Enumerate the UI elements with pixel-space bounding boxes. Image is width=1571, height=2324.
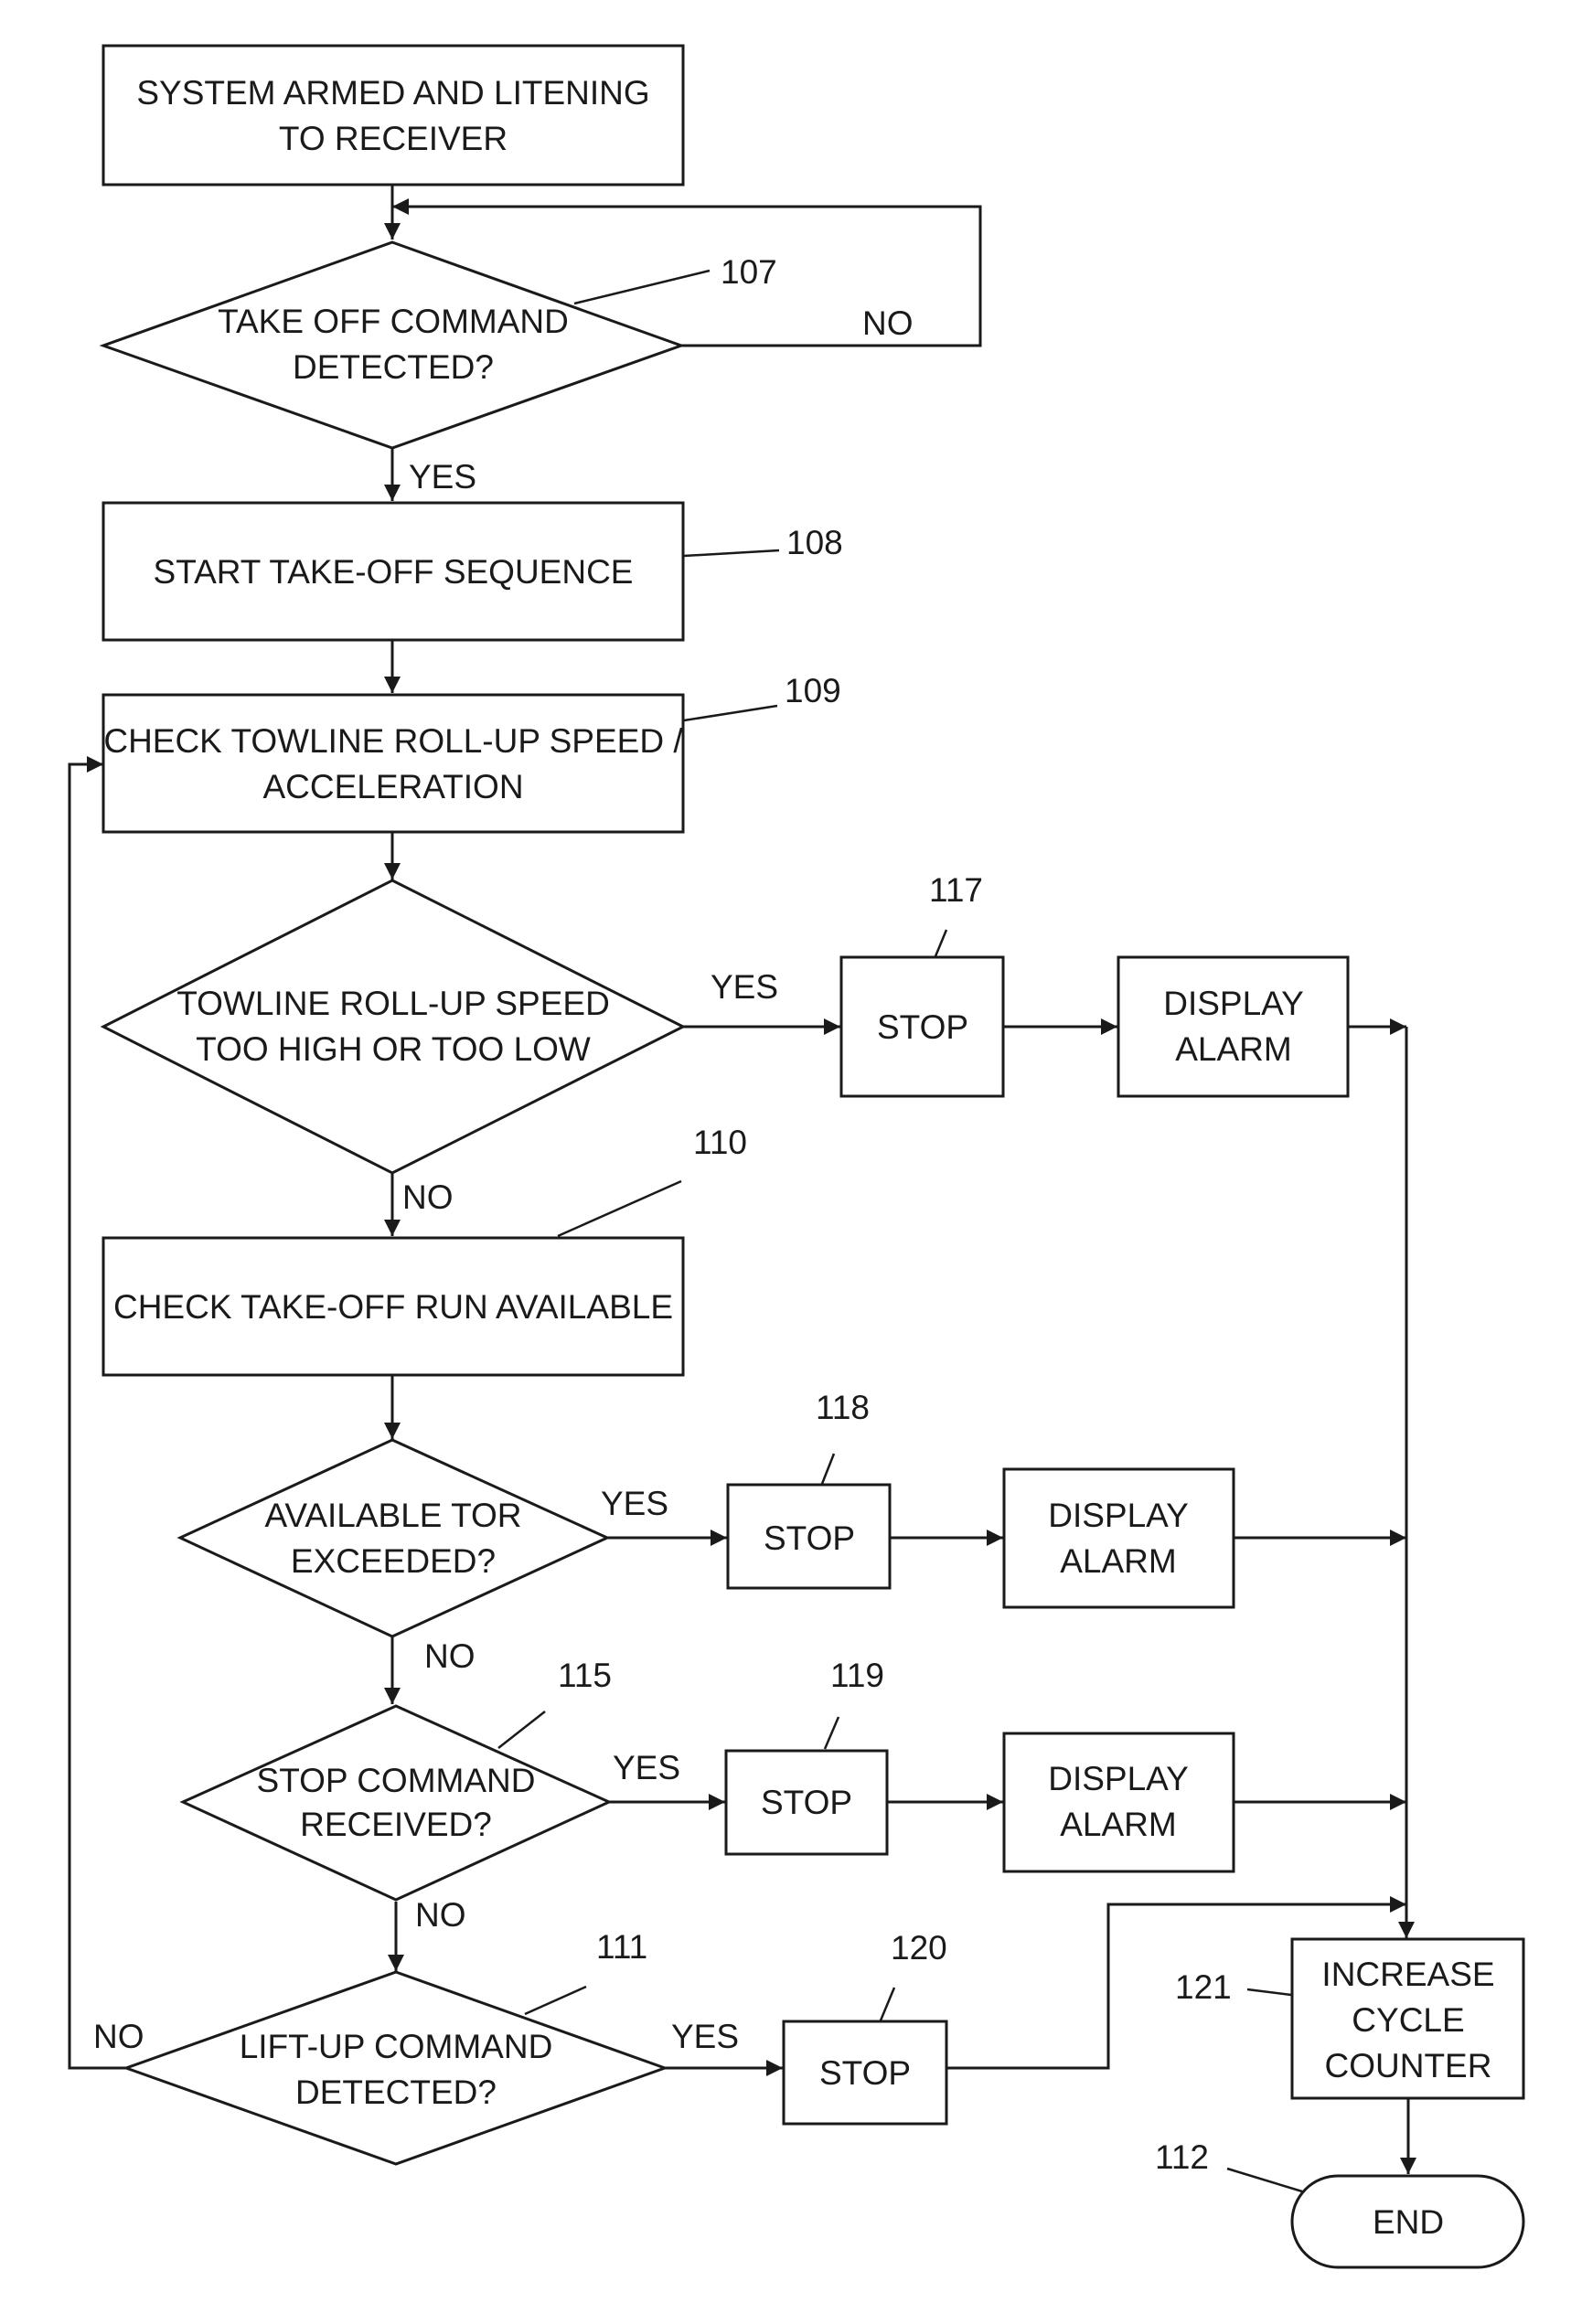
leader-107 xyxy=(574,271,710,304)
box-stop-119: STOP xyxy=(726,1751,887,1854)
box-display-alarm-118: DISPLAY ALARM xyxy=(1004,1469,1234,1607)
box-alarm-118-line-2: ALARM xyxy=(1060,1542,1176,1580)
connectors xyxy=(69,185,1408,2174)
box-check-speed-line-2: ACCELERATION xyxy=(262,768,523,805)
box-display-alarm-119: DISPLAY ALARM xyxy=(1004,1733,1234,1871)
box-stop-118-text: STOP xyxy=(764,1519,855,1557)
ref-111: 111 xyxy=(596,1928,647,1966)
ref-107: 107 xyxy=(721,253,777,291)
box-alarm-117-line-1: DISPLAY xyxy=(1163,985,1304,1022)
terminator-end: END xyxy=(1292,2176,1523,2267)
decision-tor-line-2: EXCEEDED? xyxy=(291,1542,496,1580)
box-stop-119-text: STOP xyxy=(761,1784,852,1821)
box-counter-line-2: CYCLE xyxy=(1352,2001,1464,2039)
leader-117 xyxy=(935,930,946,956)
label-takeoff-yes: YES xyxy=(409,458,476,496)
ref-115: 115 xyxy=(558,1657,612,1694)
ref-118: 118 xyxy=(816,1389,870,1426)
ref-112: 112 xyxy=(1155,2138,1209,2176)
decision-stopcmd-line-2: RECEIVED? xyxy=(300,1806,492,1843)
leader-119 xyxy=(825,1717,839,1749)
ref-119: 119 xyxy=(830,1657,884,1694)
box-start-takeoff-sequence: START TAKE-OFF SEQUENCE xyxy=(103,503,683,640)
decision-liftup-command: LIFT-UP COMMAND DETECTED? xyxy=(126,1972,665,2164)
label-speed-no: NO xyxy=(402,1178,454,1216)
ref-121: 121 xyxy=(1175,1968,1232,2006)
label-stopcmd-no: NO xyxy=(415,1896,466,1934)
box-check-towline-speed: CHECK TOWLINE ROLL-UP SPEED / ACCELERATI… xyxy=(103,695,683,832)
decision-liftup-line-2: DETECTED? xyxy=(295,2073,497,2111)
box-check-takeoff-run: CHECK TAKE-OFF RUN AVAILABLE xyxy=(103,1238,683,1375)
box-check-run-line-1: CHECK TAKE-OFF RUN AVAILABLE xyxy=(113,1288,673,1326)
decision-takeoff-command: TAKE OFF COMMAND DETECTED? xyxy=(103,242,681,448)
label-speed-yes: YES xyxy=(711,968,778,1006)
leader-112 xyxy=(1227,2169,1302,2191)
leader-110 xyxy=(558,1181,681,1236)
decision-stopcmd-line-1: STOP COMMAND xyxy=(257,1762,536,1799)
label-takeoff-no: NO xyxy=(862,304,914,342)
label-tor-yes: YES xyxy=(601,1485,668,1522)
ref-117: 117 xyxy=(929,871,983,909)
label-liftup-yes: YES xyxy=(671,2018,739,2055)
box-stop-117: STOP xyxy=(841,957,1003,1096)
leader-120 xyxy=(881,1988,894,2020)
box-start-seq-line-1: START TAKE-OFF SEQUENCE xyxy=(154,553,634,591)
label-liftup-no: NO xyxy=(93,2018,144,2055)
decision-speed-line-2: TOO HIGH OR TOO LOW xyxy=(196,1030,591,1068)
box-counter-line-1: INCREASE xyxy=(1321,1956,1494,1993)
leader-115 xyxy=(498,1711,545,1748)
arrow-liftup-no-loop xyxy=(69,764,126,2068)
ref-109: 109 xyxy=(785,672,841,709)
box-check-speed-line-1: CHECK TOWLINE ROLL-UP SPEED / xyxy=(103,722,683,760)
ref-108: 108 xyxy=(786,524,843,561)
decision-towline-speed: TOWLINE ROLL-UP SPEED TOO HIGH OR TOO LO… xyxy=(103,880,683,1173)
box-counter-line-3: COUNTER xyxy=(1325,2047,1492,2084)
leader-118 xyxy=(822,1454,834,1484)
box-system-armed-line-1: SYSTEM ARMED AND LITENING xyxy=(136,74,649,112)
box-alarm-119-line-2: ALARM xyxy=(1060,1806,1176,1843)
decision-takeoff-line-1: TAKE OFF COMMAND xyxy=(218,303,569,340)
box-alarm-118-line-1: DISPLAY xyxy=(1048,1497,1189,1534)
box-stop-120: STOP xyxy=(784,2021,946,2124)
label-stopcmd-yes: YES xyxy=(613,1749,680,1786)
box-display-alarm-117: DISPLAY ALARM xyxy=(1118,957,1348,1096)
leader-109 xyxy=(684,706,777,720)
decision-speed-line-1: TOWLINE ROLL-UP SPEED xyxy=(176,985,610,1022)
terminator-end-text: END xyxy=(1373,2203,1444,2241)
decision-takeoff-line-2: DETECTED? xyxy=(293,348,494,386)
decision-available-tor: AVAILABLE TOR EXCEEDED? xyxy=(180,1440,607,1636)
leader-108 xyxy=(684,550,779,556)
box-stop-120-text: STOP xyxy=(819,2054,911,2092)
decision-tor-line-1: AVAILABLE TOR xyxy=(264,1497,521,1534)
leader-121 xyxy=(1247,1989,1291,1995)
ref-120: 120 xyxy=(891,1929,947,1967)
box-stop-117-text: STOP xyxy=(877,1008,968,1046)
box-system-armed-line-2: TO RECEIVER xyxy=(279,120,508,157)
box-stop-118: STOP xyxy=(728,1485,890,1588)
ref-110: 110 xyxy=(693,1124,747,1161)
box-system-armed: SYSTEM ARMED AND LITENING TO RECEIVER xyxy=(103,46,683,185)
label-tor-no: NO xyxy=(424,1637,476,1675)
box-alarm-117-line-2: ALARM xyxy=(1175,1030,1291,1068)
box-increase-cycle-counter: INCREASE CYCLE COUNTER xyxy=(1292,1939,1523,2098)
box-alarm-119-line-1: DISPLAY xyxy=(1048,1760,1189,1797)
decision-stop-command: STOP COMMAND RECEIVED? xyxy=(183,1706,609,1900)
decision-liftup-line-1: LIFT-UP COMMAND xyxy=(240,2028,553,2065)
leader-111 xyxy=(525,1987,586,2014)
